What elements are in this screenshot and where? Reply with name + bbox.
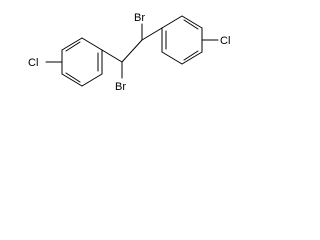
left-ring-bond-1 (81, 37, 103, 51)
right-ring-bond-2 (181, 15, 203, 29)
atom-label-br-top: Br (134, 12, 145, 24)
left-ring-double-bond-b (65, 72, 81, 83)
atom-label-cl-left: Cl (28, 57, 38, 69)
left-benzene-ring (61, 37, 103, 87)
right-benzene-ring (161, 15, 203, 65)
atom-label-br-bottom: Br (115, 81, 126, 93)
left-ring-double-bond-c (65, 41, 81, 52)
bond-ch-ch (121, 39, 143, 63)
left-ring-bond-4 (61, 73, 83, 87)
right-ring-bond-5 (161, 51, 183, 65)
left-ring-bond-3 (81, 73, 103, 87)
right-ring-bond-4 (181, 51, 203, 65)
bond-ch-to-ring-right (141, 27, 163, 41)
right-ring-double-bond-b (183, 19, 199, 30)
right-ring-double-bond-c (183, 50, 199, 61)
chemical-structure-diagram: Br Br Cl Cl (28, 12, 230, 93)
right-ring-bond-1 (161, 15, 183, 29)
left-ring-bond-6 (61, 37, 83, 51)
atom-label-cl-right: Cl (220, 35, 230, 47)
bond-ring-left-to-ch (101, 49, 123, 63)
